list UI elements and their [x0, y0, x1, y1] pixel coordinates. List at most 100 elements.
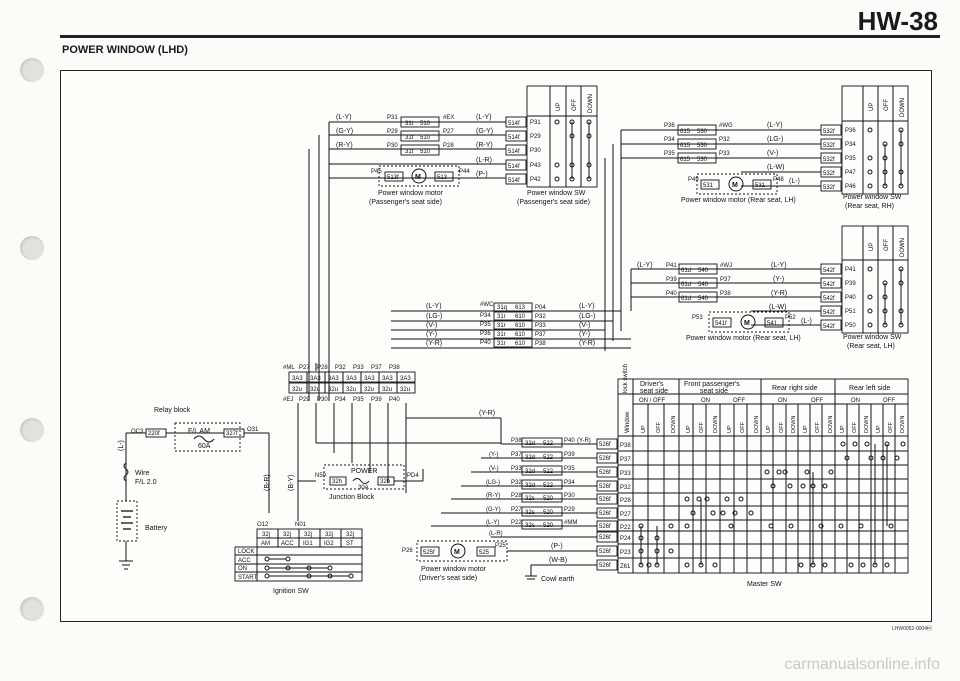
watermark: carmanualsonline.info	[784, 656, 940, 673]
pin-label: P39	[564, 452, 575, 458]
pin-label: P38	[511, 438, 522, 444]
connector-id: 32d	[525, 441, 535, 447]
connector-id: 526f	[599, 511, 611, 517]
connector-id: 532f	[823, 129, 835, 135]
pin-label: P28	[620, 498, 631, 504]
switch-head: UP	[803, 425, 809, 433]
pin-label: P28	[317, 365, 328, 371]
connector-id: 522	[543, 483, 554, 489]
group-header: Driver's	[640, 381, 664, 388]
connector-id: 520	[543, 496, 554, 502]
wire-color: (R-Y)	[486, 493, 500, 499]
switch-head: OFF	[572, 99, 578, 111]
connector-id: 540	[698, 268, 709, 274]
master-wire-row: (G-Y) P27 32s 520 P29	[486, 506, 575, 517]
wire-color: (V-)	[579, 322, 590, 329]
connector-id: 31r	[497, 314, 506, 320]
switch-head: DOWN	[791, 416, 797, 433]
connector-id: 530	[697, 129, 708, 135]
pin-label: P40	[564, 438, 575, 444]
pin-label: #MM	[564, 520, 577, 526]
connector-id: 220f	[148, 431, 160, 437]
passenger-switch-group: 514f 514f 514f 514f 514f UP OFF DOWN P31…	[505, 85, 598, 206]
switch-head: OFF	[852, 421, 858, 433]
pin-label: P25	[495, 543, 506, 549]
connector-id: 531	[703, 183, 714, 189]
pin-label: P29	[387, 129, 398, 135]
bus-cell: 3A3	[382, 376, 393, 382]
connector-id: 32s	[525, 523, 535, 529]
connector-id: 31r	[497, 323, 506, 329]
section-title: POWER WINDOW (LHD)	[62, 44, 188, 56]
pin-label: P29	[564, 507, 575, 513]
connector-id: 514f	[508, 178, 520, 184]
pin-label: P40	[845, 295, 856, 301]
fuse-icon	[193, 435, 215, 443]
cowl-earth-label: Cowl earth	[541, 576, 575, 583]
wire-color: (G-Y)	[476, 128, 493, 135]
master-wire-row: (Y-) P37 32d 522 P39	[489, 451, 575, 462]
pin-label: P39	[666, 277, 677, 283]
pin-label: P39	[371, 397, 382, 403]
pin-label: P38	[535, 341, 546, 347]
master-col-heads: UP OFF DOWN UP OFF DOWN UP OFF DOWN UP O…	[641, 416, 906, 433]
connector-id: 31t	[405, 149, 414, 155]
connector-id: 615	[680, 157, 691, 163]
pin-label: P37	[535, 332, 546, 338]
connector-id: 510	[420, 121, 431, 127]
binder-hole	[20, 597, 44, 621]
ign-head: AM	[261, 541, 270, 547]
connector-id: 514f	[508, 149, 520, 155]
rear-rh-sw-label: Power window SW	[843, 194, 902, 201]
battery-icon	[121, 510, 133, 530]
connector-id: 522	[543, 469, 554, 475]
wire-color: (V-)	[426, 322, 437, 329]
fusible-link-icon	[123, 462, 129, 482]
svg-text:M: M	[415, 174, 421, 181]
bus-cell: 3A3	[346, 376, 357, 382]
ground-icon	[119, 560, 133, 570]
master-wire-row: P38 32d 522 P40 (Y-R)	[511, 437, 591, 448]
pin-label: P32	[719, 137, 730, 143]
pin-label: OC3	[131, 429, 144, 435]
bus-cell: 3A3	[328, 376, 339, 382]
bus-cell: 32u	[328, 387, 338, 393]
wire-color: (Y-)	[489, 452, 498, 458]
pin-label: P42	[530, 177, 541, 183]
wire-color: (L-W)	[767, 164, 785, 171]
connector-id: 532f	[823, 171, 835, 177]
connector-id: 520	[543, 523, 554, 529]
pin-label: P37	[620, 457, 631, 463]
connector-id: 31t	[405, 121, 414, 127]
page-code: HW-38	[857, 6, 938, 36]
onoff-label: OFF	[883, 398, 895, 404]
pin-label: P33	[620, 471, 631, 477]
splice-label: #EX	[443, 115, 454, 121]
pin-label: P27	[443, 129, 454, 135]
switch-head: DOWN	[900, 98, 906, 117]
connector-id: 526f	[599, 563, 611, 569]
wire-color: (Y-R)	[479, 410, 495, 417]
pin-label: P29	[530, 134, 541, 140]
connector-id: 31q	[497, 305, 507, 311]
group-header: Front passenger's	[684, 381, 740, 388]
connector-id: 525f	[423, 550, 435, 556]
wire-color: (L-R)	[476, 157, 492, 164]
master-wire-row: (LG-) P32 32d 522 P34	[486, 479, 575, 490]
bus-cell: 32u	[382, 387, 392, 393]
rear-lh-group: (L-Y) P41 P39 P40 61d 540 61d 540 61d 54…	[630, 225, 909, 350]
connector-id: 526f	[599, 524, 611, 530]
connector-id: 514f	[508, 135, 520, 141]
switch-head: OFF	[699, 421, 705, 433]
switch-head: UP	[869, 103, 875, 111]
connector-id: 513	[437, 175, 448, 181]
wire-color: (L-Y)	[767, 122, 783, 129]
motor-icon	[450, 543, 466, 559]
pass-sw-label: Power window SW	[527, 190, 586, 197]
splice-label: #WG	[719, 123, 733, 129]
connector-id: 541	[767, 321, 778, 327]
onoff-label: OFF	[733, 398, 745, 404]
connector-id: 514f	[508, 121, 520, 127]
connector-id: 532f	[823, 185, 835, 191]
bus-cell: 3A3	[310, 376, 321, 382]
